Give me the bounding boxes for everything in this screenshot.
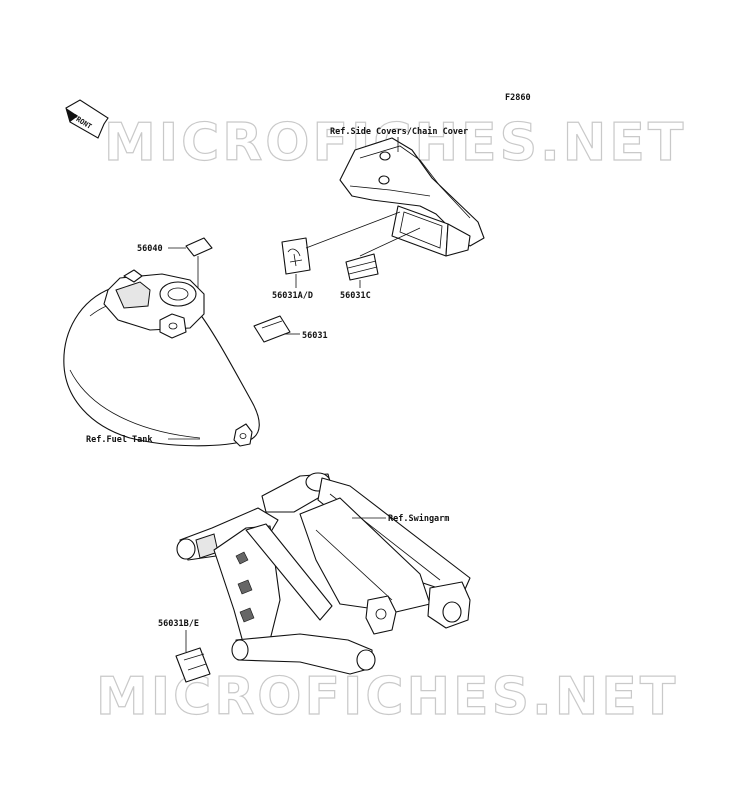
label-56031a-d: 56031A/D <box>272 291 313 301</box>
side-cover-part <box>339 137 485 257</box>
decal-56031 <box>253 315 291 343</box>
label-56031c: 56031C <box>340 291 371 301</box>
label-ref-swingarm: Ref.Swingarm <box>388 513 449 524</box>
fuel-tank-part <box>63 269 260 447</box>
figure-code: F2860 <box>505 93 531 103</box>
label-ref-fuel-tank: Ref.Fuel Tank <box>86 435 153 445</box>
decal-56031b-e <box>175 647 211 683</box>
label-56040: 56040 <box>137 244 163 254</box>
swingarm-part <box>176 472 471 675</box>
front-arrow-icon: FRONT <box>65 99 109 139</box>
decal-56031c <box>345 227 421 281</box>
label-56031b-e: 56031B/E <box>158 619 199 629</box>
label-56031: 56031 <box>302 331 328 341</box>
decal-56040 <box>185 237 213 257</box>
decal-56031a-d <box>281 211 401 275</box>
label-ref-side-covers: Ref.Side Covers/Chain Cover <box>330 126 468 137</box>
